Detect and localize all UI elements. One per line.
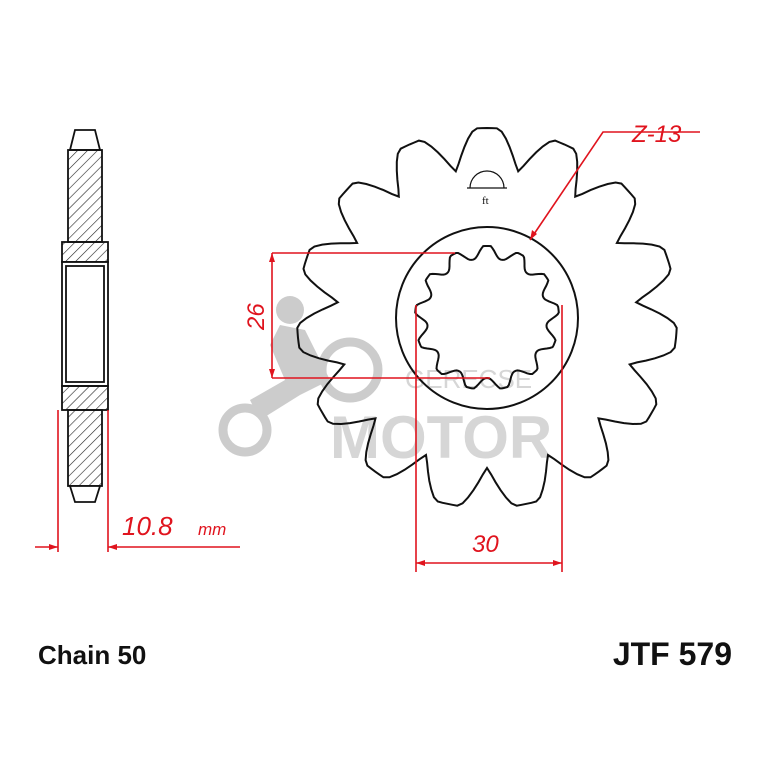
inner-height-label: 26: [243, 303, 270, 331]
brand-logo-icon: ft: [467, 170, 507, 207]
part-number-label: JTF 579: [612, 636, 732, 672]
dimension-lines: [35, 131, 700, 572]
watermark-text-2: MOTOR: [330, 404, 552, 471]
thickness-unit-label: mm: [198, 520, 226, 539]
sprocket-front-view: ft: [296, 126, 678, 507]
hub-circle: [395, 226, 579, 410]
svg-text:ft: ft: [482, 195, 489, 207]
dimension-arrows: [49, 230, 562, 566]
watermark-logo: GERECSE MOTOR: [218, 296, 552, 471]
sprocket-outline: [296, 126, 678, 507]
side-view: [61, 129, 109, 503]
teeth-count-label: Z-13: [631, 121, 682, 148]
thickness-label: 10.8: [122, 511, 173, 541]
inner-width-label: 30: [472, 531, 499, 558]
watermark-text-1: GERECSE: [405, 364, 532, 394]
chain-label: Chain 50: [38, 640, 147, 670]
